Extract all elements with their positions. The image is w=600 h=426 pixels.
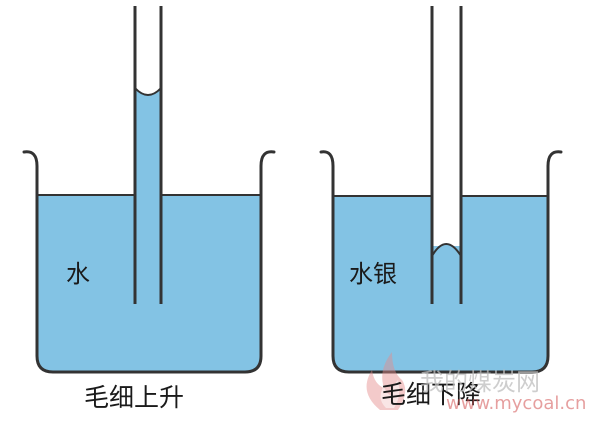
watermark-flame-icon bbox=[366, 352, 406, 410]
left-beaker-outline bbox=[22, 150, 276, 374]
right-tube-mercury-column bbox=[432, 244, 461, 304]
right-beaker-outline bbox=[319, 150, 563, 374]
left-meniscus-concave bbox=[134, 87, 162, 96]
left-tube-water-column bbox=[135, 88, 161, 304]
left-caption: 毛细上升 bbox=[84, 383, 185, 412]
right-tube-empty-interior bbox=[432, 6, 461, 246]
left-liquid-label: 水 bbox=[66, 260, 90, 288]
right-meniscus-convex bbox=[431, 243, 462, 257]
watermark-url: www.mycoal.cn bbox=[446, 393, 587, 414]
left-capillary-tube bbox=[133, 6, 163, 304]
watermark-site-name: 我的煤炭网 bbox=[420, 368, 540, 396]
right-capillary-tube bbox=[430, 6, 463, 304]
right-caption: 毛细下降 bbox=[381, 380, 482, 409]
right-liquid-label: 水银 bbox=[349, 260, 397, 288]
